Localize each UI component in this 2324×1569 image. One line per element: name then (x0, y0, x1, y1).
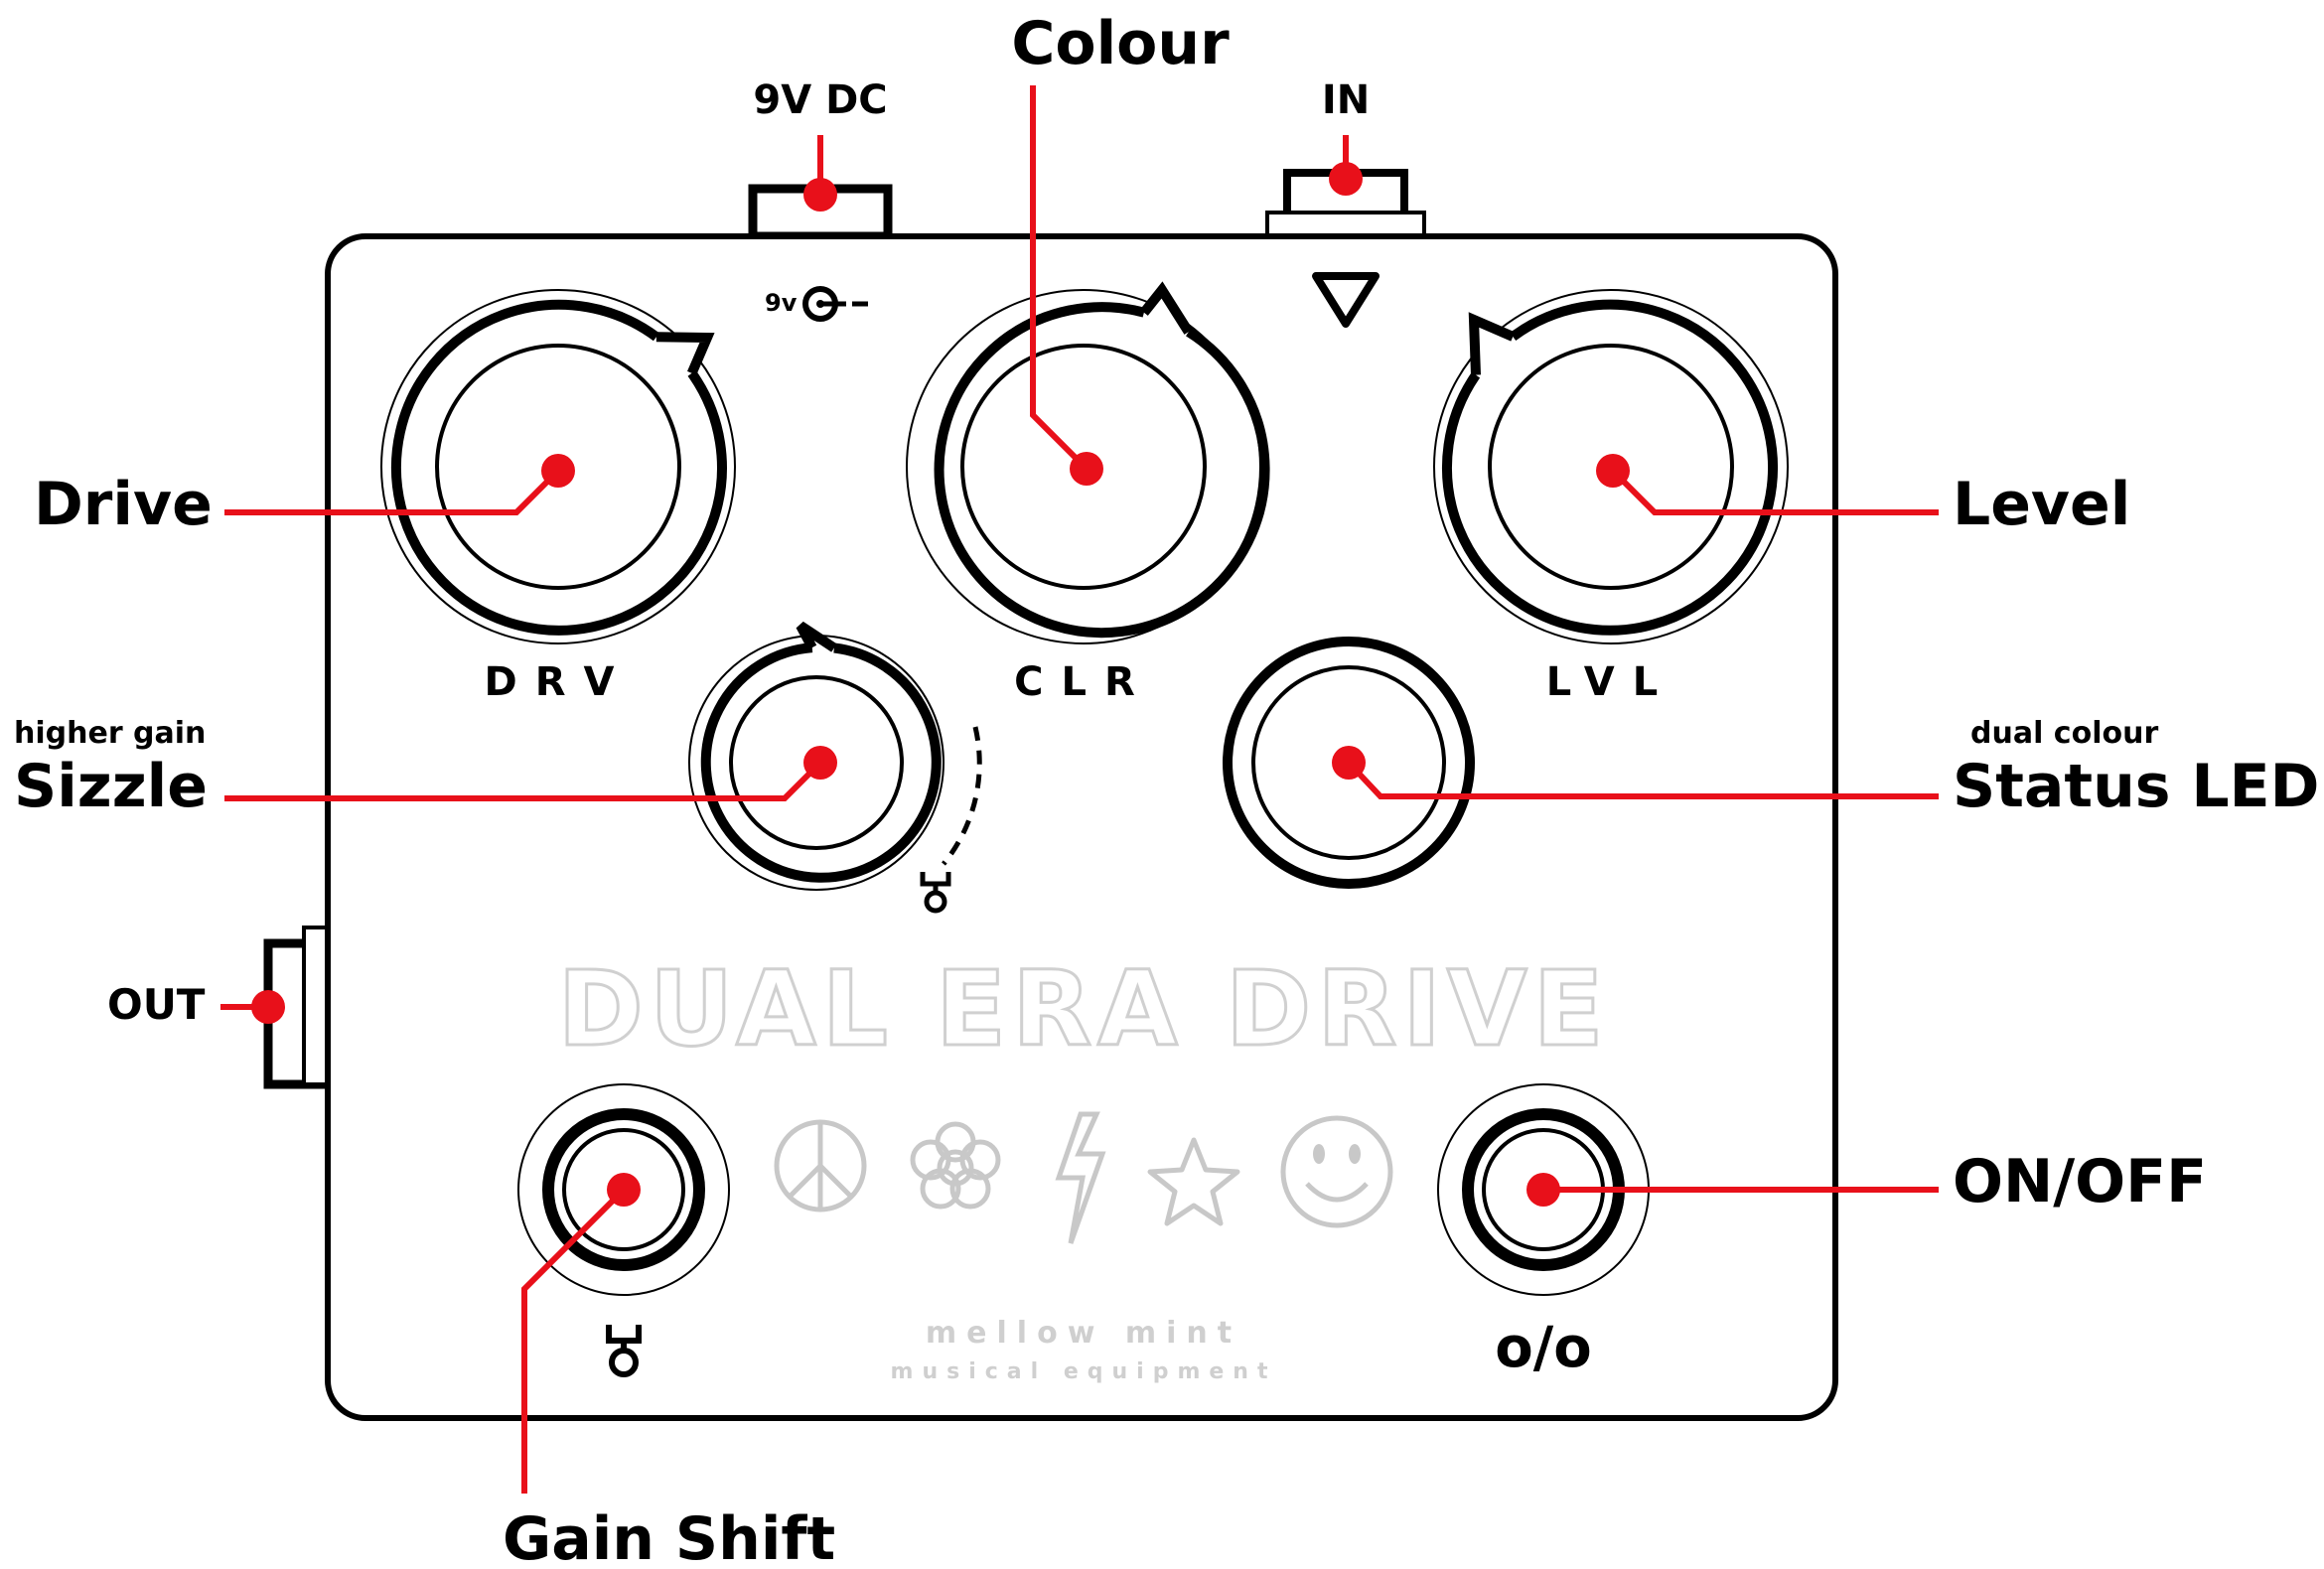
status-led (1223, 637, 1475, 889)
drive-callout: Drive (34, 470, 213, 539)
footswitch-icon (606, 1325, 642, 1377)
drive-label: DRV (485, 659, 633, 705)
sizzle-callout: Sizzle (14, 752, 208, 821)
pedal-body (325, 233, 1838, 1421)
maker-name: mellow mint (926, 1316, 1241, 1351)
output-jack-nut (302, 926, 330, 1086)
gain-shift-footswitch[interactable] (517, 1083, 730, 1296)
peace-icon (774, 1119, 867, 1212)
on-off-callout: ON/OFF (1953, 1147, 2207, 1216)
level-callout: Level (1953, 470, 2130, 539)
colour-label: CLR (1014, 659, 1153, 705)
sizzle-knob[interactable] (688, 621, 982, 891)
smiley-icon (1280, 1115, 1393, 1228)
callout-leaders (220, 85, 1939, 1494)
sizzle-note: higher gain (14, 716, 206, 751)
input-callout: IN (1322, 77, 1370, 123)
input-triangle-icon (1312, 272, 1380, 328)
dc-barrel-icon (802, 286, 868, 322)
on-off-symbol: o/o (1495, 1316, 1591, 1380)
brand-icons (774, 1111, 1393, 1244)
output-callout: OUT (107, 980, 206, 1029)
input-jack-nut (1265, 211, 1426, 238)
power-marking: 9v (765, 286, 868, 322)
colour-callout: Colour (1011, 9, 1230, 78)
brand-name: DUAL ERA DRIVE (558, 948, 1610, 1070)
drive-knob[interactable] (380, 289, 736, 644)
status-led-note: dual colour (1970, 716, 2158, 751)
status-led-callout: Status LED (1953, 752, 2319, 821)
level-knob[interactable] (1433, 289, 1789, 644)
power-marking-text: 9v (765, 289, 798, 317)
gain-shift-callout: Gain Shift (503, 1504, 835, 1569)
flower-icon (910, 1121, 1001, 1210)
power-callout: 9V DC (753, 77, 887, 123)
lightning-icon (1055, 1111, 1106, 1244)
gain-shift-mini-icon (920, 872, 951, 914)
maker-tagline: musical equipment (891, 1359, 1277, 1384)
colour-knob[interactable] (906, 281, 1270, 644)
level-label: LVL (1546, 659, 1675, 705)
star-icon (1147, 1137, 1240, 1226)
